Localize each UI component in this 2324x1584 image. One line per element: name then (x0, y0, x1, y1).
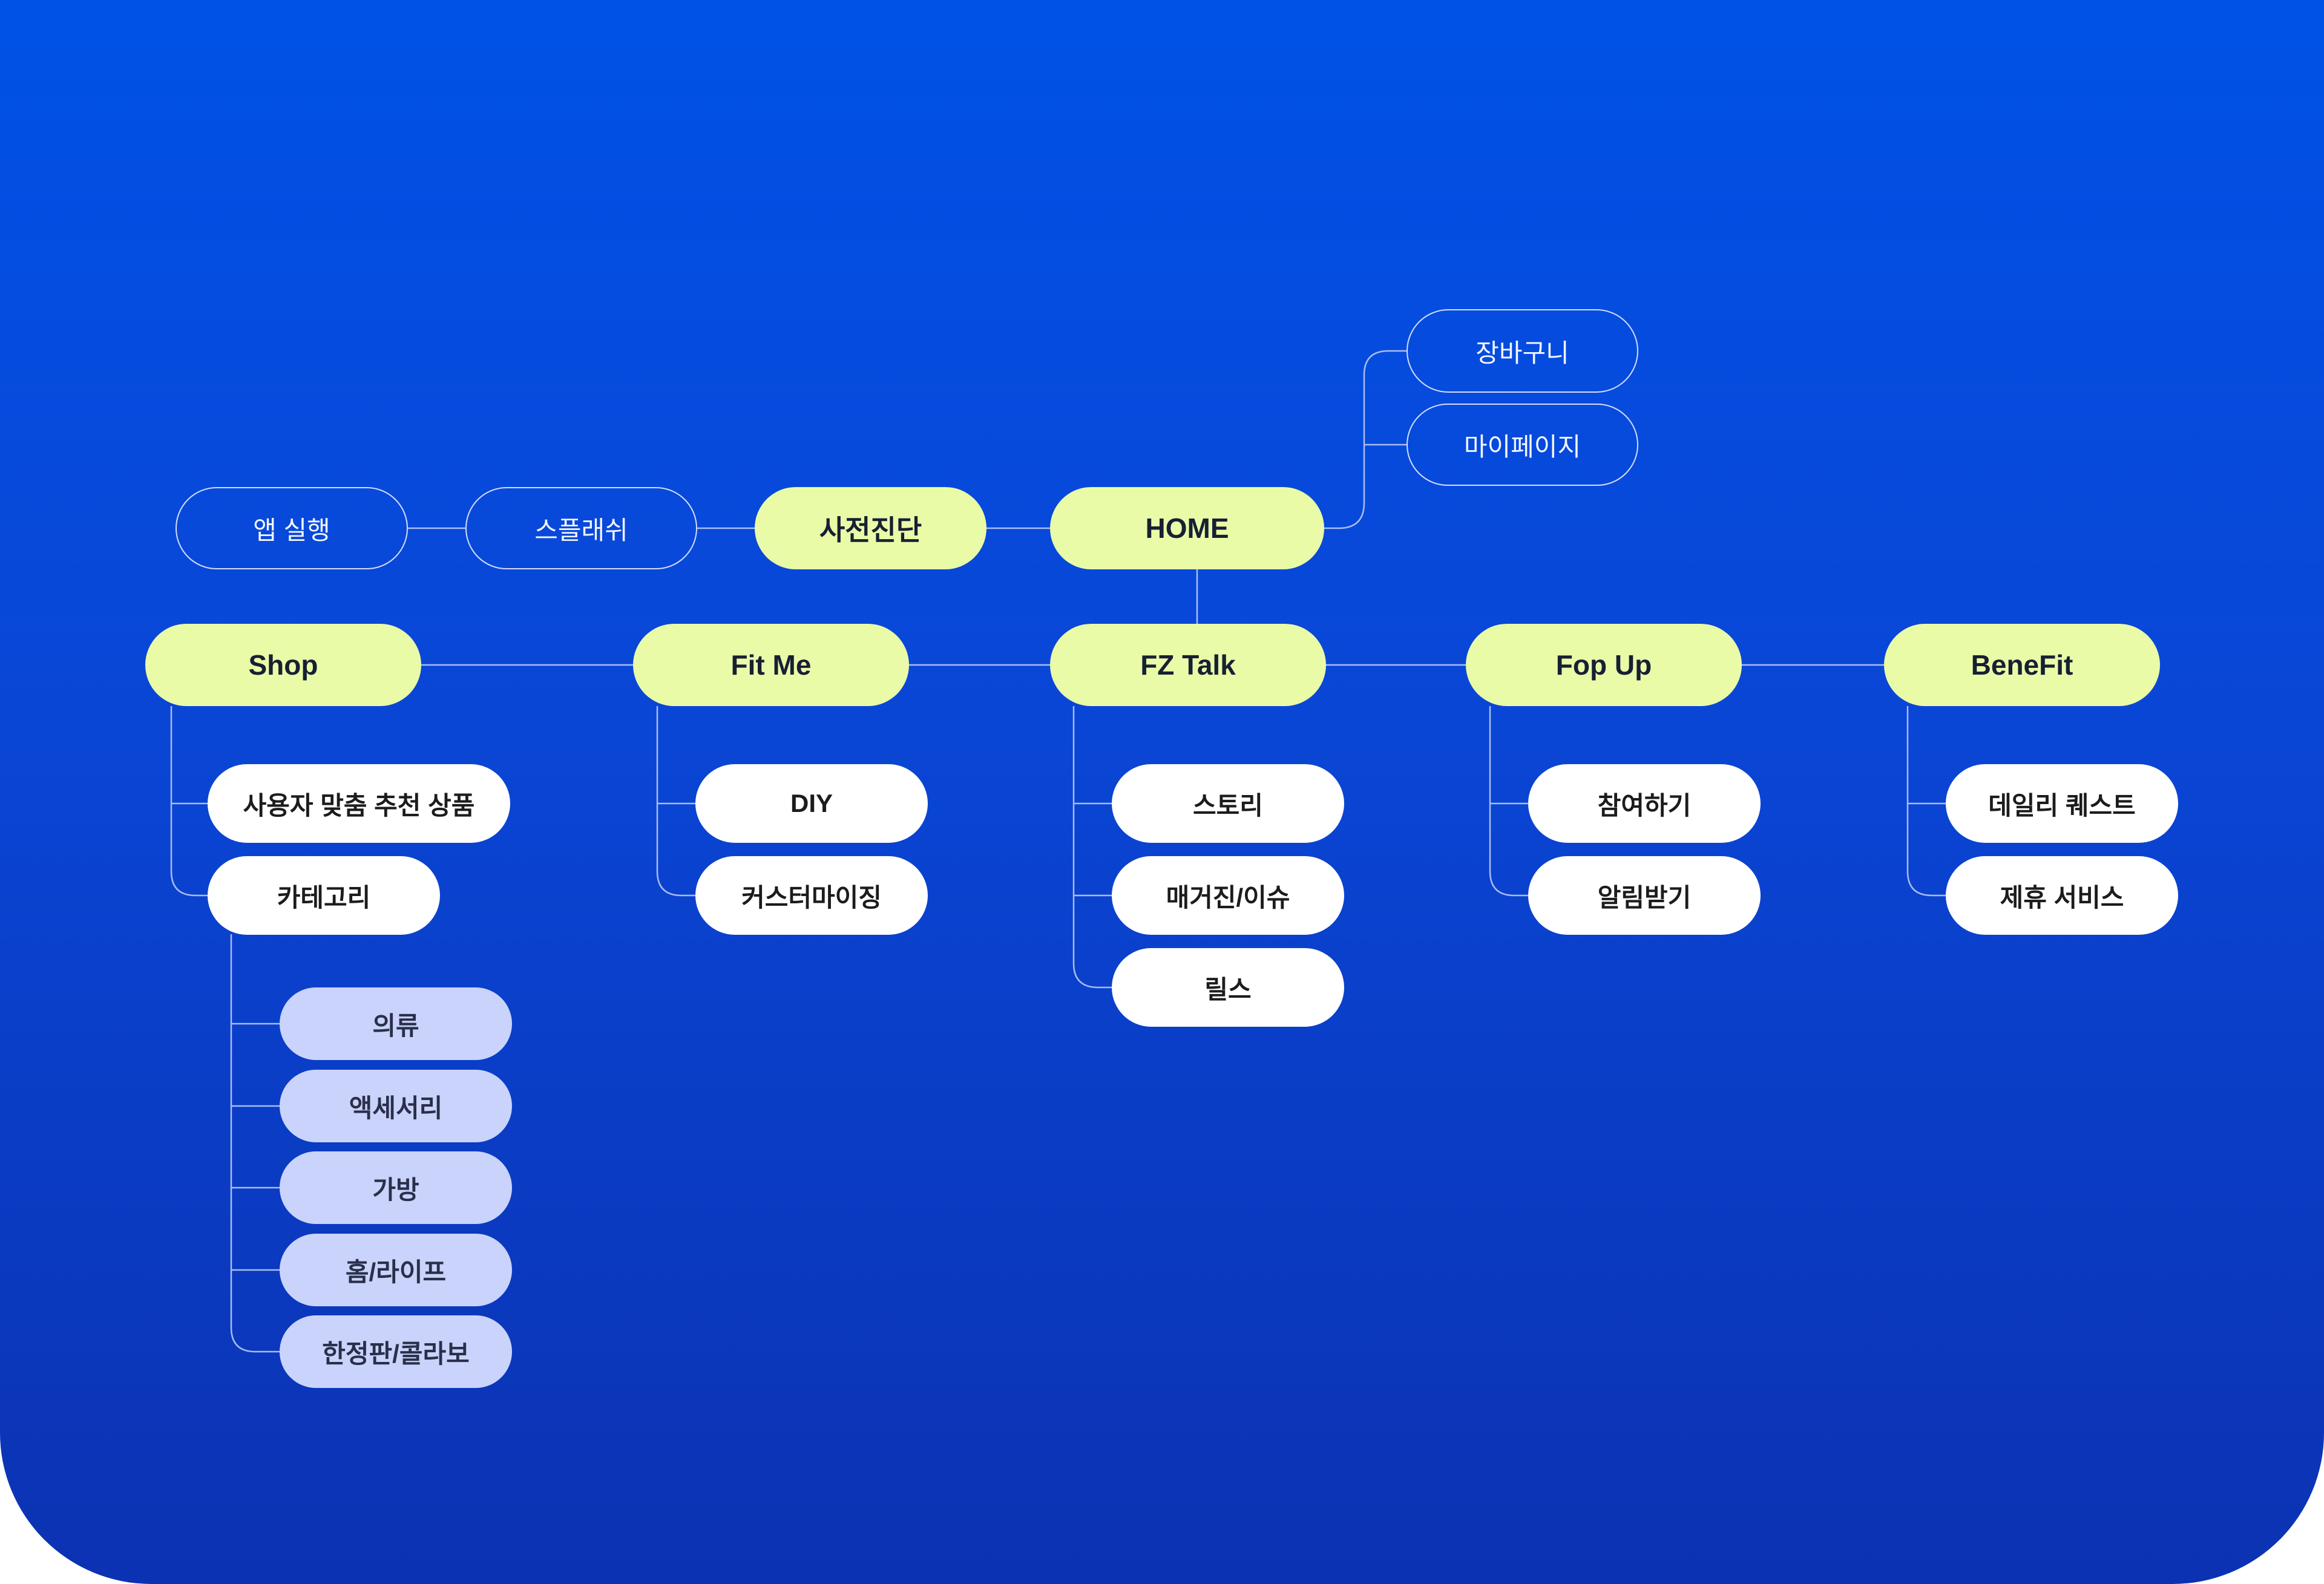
node-fztalk[interactable]: FZ Talk (1050, 624, 1326, 706)
node-label: 데일리 퀘스트 (1988, 791, 2136, 820)
node-category-limited-collab[interactable]: 한정판/콜라보 (280, 1315, 512, 1388)
connector-category-children (230, 934, 280, 1353)
node-app-launch[interactable]: 앱 실행 (176, 487, 408, 569)
node-fztalk-reels[interactable]: 릴스 (1112, 948, 1344, 1027)
node-label: Fit Me (730, 649, 812, 681)
node-home[interactable]: HOME (1050, 487, 1324, 569)
node-benefit-daily-quest[interactable]: 데일리 퀘스트 (1946, 764, 2178, 843)
node-fopup-participate[interactable]: 참여하기 (1528, 764, 1761, 843)
node-category-accessory[interactable]: 액세서리 (280, 1070, 512, 1142)
node-label: HOME (1145, 512, 1229, 544)
node-mypage[interactable]: 마이페이지 (1407, 404, 1638, 486)
node-fopup-notify[interactable]: 알림받기 (1528, 856, 1761, 935)
node-label: DIY (790, 789, 833, 817)
node-label: Shop (248, 649, 318, 681)
node-cart[interactable]: 장바구니 (1407, 309, 1638, 393)
node-label: 알림받기 (1597, 883, 1692, 912)
node-label: 스플래쉬 (534, 515, 628, 545)
node-shop[interactable]: Shop (145, 624, 421, 706)
connector-fztalk-children (1072, 706, 1112, 989)
node-pre-diagnosis[interactable]: 사전진단 (755, 487, 986, 569)
node-label: 스토리 (1193, 791, 1263, 820)
node-label: 액세서리 (349, 1093, 443, 1122)
connector-fopup-children (1489, 706, 1528, 897)
node-fztalk-magazine[interactable]: 매거진/이슈 (1112, 856, 1344, 935)
node-fztalk-story[interactable]: 스토리 (1112, 764, 1344, 843)
node-label: 홈/라이프 (345, 1257, 447, 1286)
node-label: 의류 (372, 1011, 419, 1040)
node-label: 커스터마이징 (741, 883, 882, 912)
node-label: 사전진단 (819, 514, 922, 546)
connector-home-cart (1324, 350, 1407, 529)
node-label: Fop Up (1555, 649, 1652, 681)
node-label: 사용자 맞춤 추천 상품 (243, 791, 475, 820)
node-category-home-life[interactable]: 홈/라이프 (280, 1234, 512, 1306)
node-category-bag[interactable]: 가방 (280, 1151, 512, 1224)
node-label: 릴스 (1204, 975, 1252, 1004)
connector-shop-children (170, 706, 208, 897)
node-shop-recommend[interactable]: 사용자 맞춤 추천 상품 (208, 764, 510, 843)
connector-fitme-children (656, 706, 695, 897)
node-label: 앱 실행 (253, 515, 330, 545)
node-splash[interactable]: 스플래쉬 (465, 487, 697, 569)
node-label: 한정판/콜라보 (322, 1339, 470, 1368)
node-label: 가방 (372, 1175, 419, 1204)
node-benefit[interactable]: BeneFit (1884, 624, 2160, 706)
node-label: 제휴 서비스 (2000, 883, 2124, 912)
node-fopup[interactable]: Fop Up (1466, 624, 1742, 706)
node-benefit-partner-service[interactable]: 제휴 서비스 (1946, 856, 2178, 935)
node-fitme[interactable]: Fit Me (633, 624, 909, 706)
connector-benefit-children (1906, 706, 1946, 897)
node-fitme-diy[interactable]: DIY (695, 764, 928, 843)
node-label: 참여하기 (1597, 791, 1692, 820)
node-label: 마이페이지 (1463, 432, 1581, 461)
node-label: 카테고리 (277, 883, 371, 912)
node-label: 장바구니 (1475, 338, 1569, 367)
node-label: BeneFit (1971, 649, 2073, 681)
node-label: FZ Talk (1140, 649, 1236, 681)
node-shop-category[interactable]: 카테고리 (208, 856, 440, 935)
node-label: 매거진/이슈 (1166, 883, 1290, 912)
node-category-clothing[interactable]: 의류 (280, 987, 512, 1060)
node-fitme-customizing[interactable]: 커스터마이징 (695, 856, 928, 935)
